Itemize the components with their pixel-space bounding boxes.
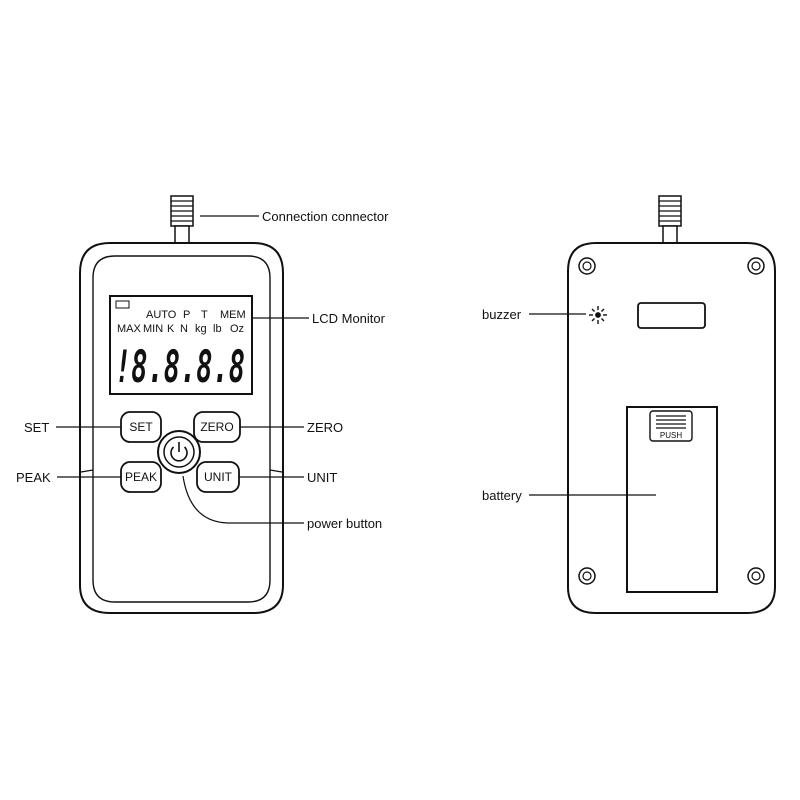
lcd-lb: lb (213, 323, 222, 335)
back-connection-connector (658, 195, 682, 245)
lcd-k: K (167, 323, 175, 335)
label-power-button: power button (307, 516, 382, 531)
label-lcd-monitor: LCD Monitor (312, 311, 386, 326)
label-battery: battery (482, 488, 522, 503)
lcd-digits: !8.8.8.8 (115, 342, 245, 393)
lcd-monitor: AUTO P T MEM MAX MIN K N kg lb Oz !8.8.8… (109, 295, 253, 395)
push-latch[interactable] (649, 410, 693, 442)
zero-button[interactable]: ZERO (193, 411, 241, 443)
set-button[interactable]: SET (120, 411, 162, 443)
peak-button-label: PEAK (125, 470, 157, 484)
battery-cover[interactable]: PUSH (626, 406, 718, 593)
lcd-mem: MEM (220, 309, 246, 321)
label-connection-connector: Connection connector (262, 209, 389, 224)
lcd-min: MIN (143, 323, 163, 335)
power-button[interactable] (157, 430, 201, 474)
back-label-window (637, 302, 706, 329)
leader-power (182, 475, 304, 524)
unit-button[interactable]: UNIT (196, 461, 240, 493)
front-grip-line-right (269, 469, 283, 473)
lcd-auto: AUTO (146, 309, 177, 321)
front-body-inner (92, 255, 271, 603)
screw-bottom-right (747, 567, 765, 585)
lcd-oz: Oz (230, 323, 244, 335)
unit-button-label: UNIT (204, 470, 233, 484)
label-zero: ZERO (307, 420, 343, 435)
lcd-p: P (183, 309, 190, 321)
label-buzzer: buzzer (482, 307, 522, 322)
front-connection-connector (170, 195, 194, 245)
screw-bottom-left (578, 567, 596, 585)
lcd-max: MAX (117, 323, 142, 335)
battery-level-icon (115, 300, 130, 309)
front-view: AUTO P T MEM MAX MIN K N kg lb Oz !8.8.8… (16, 195, 389, 614)
screw-top-left (578, 257, 596, 275)
label-unit: UNIT (307, 470, 337, 485)
peak-button[interactable]: PEAK (120, 461, 162, 493)
push-label: PUSH (660, 431, 682, 440)
set-button-label: SET (129, 420, 153, 434)
lcd-kg: kg (195, 323, 207, 335)
lcd-t: T (201, 309, 208, 321)
screw-top-right (747, 257, 765, 275)
power-icon (170, 442, 188, 462)
zero-button-label: ZERO (200, 420, 233, 434)
back-view: PUSH buzzer battery (482, 195, 776, 614)
label-peak: PEAK (16, 470, 51, 485)
lcd-n: N (180, 323, 188, 335)
buzzer-icon (589, 306, 607, 324)
front-grip-line-left (80, 469, 94, 473)
label-set: SET (24, 420, 49, 435)
